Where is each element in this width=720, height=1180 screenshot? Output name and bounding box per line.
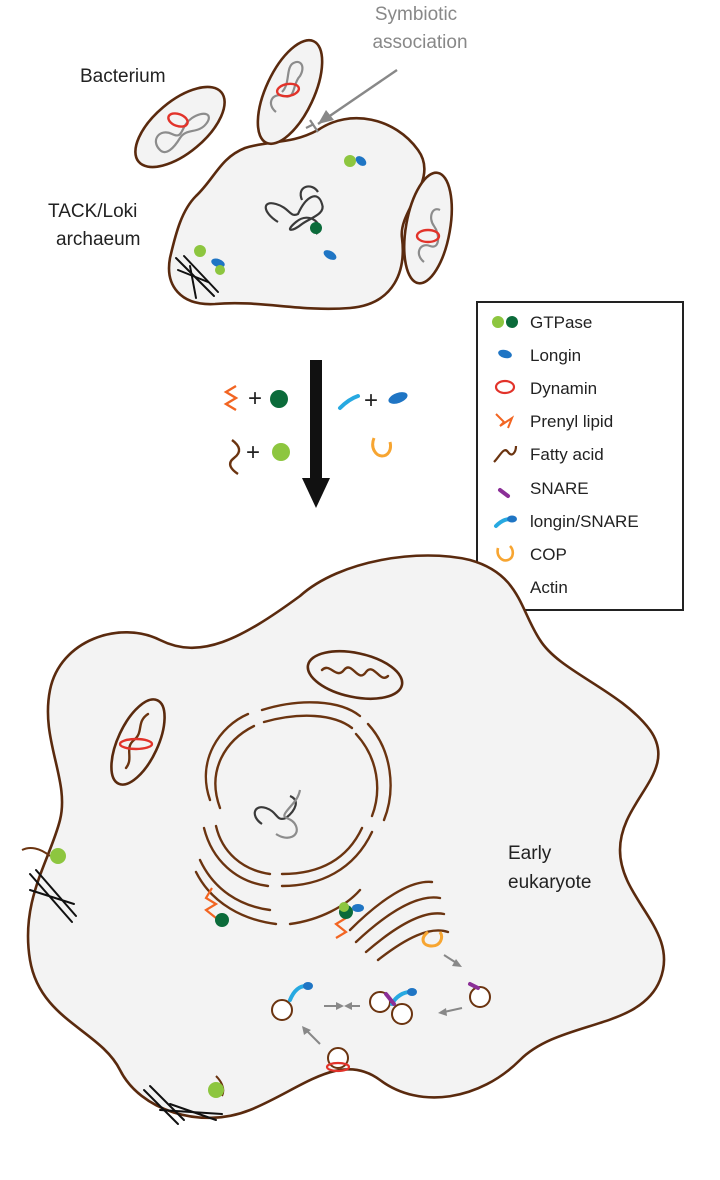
- dynamin-icon: [494, 379, 516, 395]
- legend-label: Fatty acid: [530, 445, 604, 464]
- bacterium-right: [402, 171, 454, 285]
- gtpase-light-dot: [339, 902, 349, 912]
- gtpase-icon: [492, 316, 504, 328]
- gtpase-dark-icon: [270, 390, 288, 408]
- archaeum-label-line2: archaeum: [56, 229, 141, 250]
- actin-filaments: [175, 255, 219, 299]
- legend-label: Longin: [530, 346, 581, 365]
- longin-icon: [388, 392, 408, 404]
- gtpase-light-dot: [194, 245, 206, 257]
- symbiotic-label-line2: association: [372, 32, 467, 53]
- prenyl-lipid-icon: [204, 887, 219, 919]
- archaeal-chromosome: [264, 185, 324, 235]
- legend-label: longin/SNARE: [530, 512, 639, 531]
- prenyl-lipid-icon: [495, 413, 515, 429]
- plus-sign: +: [246, 439, 260, 466]
- plus-sign: +: [364, 387, 378, 414]
- nucleus-envelope: [194, 701, 392, 926]
- legend: GTPase Longin Dynamin Prenyl lipid Fatty…: [476, 301, 684, 611]
- symbiotic-label-line1: Symbiotic: [375, 4, 457, 25]
- actin-filaments: [29, 869, 223, 1125]
- cop-icon: [371, 437, 392, 458]
- legend-label: Dynamin: [530, 379, 597, 398]
- prenyl-lipid-icon: [223, 384, 239, 412]
- mitochondrion-left: [110, 698, 166, 786]
- gtpase-dark-dot: [310, 222, 322, 234]
- evolution-arrow: [302, 360, 330, 508]
- longin-icon: [498, 349, 512, 359]
- eukaryote-label-line2: eukaryote: [508, 872, 591, 893]
- legend-label: Prenyl lipid: [530, 412, 613, 431]
- gtpase-light-dot: [215, 265, 225, 275]
- legend-label: SNARE: [530, 479, 589, 498]
- mitochondrion-top: [306, 649, 404, 701]
- prenyl-lipid-icon: [334, 917, 348, 939]
- longin-dot: [323, 250, 337, 260]
- gtpase-light-dot: [344, 155, 356, 167]
- plus-sign: +: [248, 385, 262, 412]
- golgi-stack: [348, 880, 450, 962]
- gtpase-light-icon: [272, 443, 290, 461]
- legend-label: COP: [530, 545, 567, 564]
- fatty-acid-icon: [21, 847, 51, 857]
- bacterium-label: Bacterium: [80, 66, 166, 87]
- nuclear-chromosome: [253, 789, 302, 839]
- symbiotic-arrow: [305, 69, 398, 133]
- longin-dot: [352, 904, 364, 912]
- bacterium-left: [134, 85, 226, 169]
- longin-snare-icon: [338, 394, 360, 410]
- vesicles: [271, 982, 491, 1073]
- gtpase-light-dot: [50, 848, 66, 864]
- legend-label: GTPase: [530, 313, 592, 332]
- legend-label: Actin: [530, 578, 568, 597]
- longin-dot: [355, 156, 367, 166]
- eukaryote-label-line1: Early: [508, 843, 552, 864]
- snare-icon: [498, 488, 510, 498]
- cop-icon: [496, 545, 515, 562]
- gtpase-light-dot: [208, 1082, 224, 1098]
- eukaryote-cell: [26, 554, 666, 1120]
- archaeum-label-line1: TACK/Loki: [48, 201, 137, 222]
- bacterium-top: [256, 38, 324, 146]
- fatty-acid-icon: [493, 445, 518, 463]
- fatty-acid-icon: [228, 439, 241, 475]
- gtpase-dark-dot: [215, 913, 229, 927]
- trafficking-arrows: [302, 954, 463, 1045]
